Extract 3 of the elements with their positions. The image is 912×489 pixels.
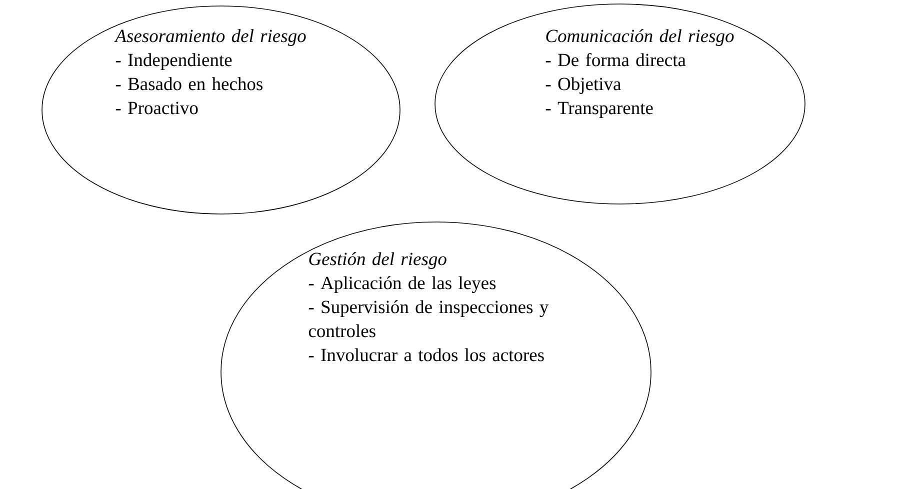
ellipse-bubble: Asesoramiento del riesgo - Independiente - Basado en hechos - Proactivo xyxy=(42,6,400,214)
ellipse-bubble: Comunicación del riesgo - De forma directa - Objetiva - Transparente xyxy=(434,4,806,204)
ellipse-bubble: Gestión del riesgo - Aplicación de las leyes - Supervisión de inspecciones y controles - Involucrar a todos los actores xyxy=(220,222,652,489)
